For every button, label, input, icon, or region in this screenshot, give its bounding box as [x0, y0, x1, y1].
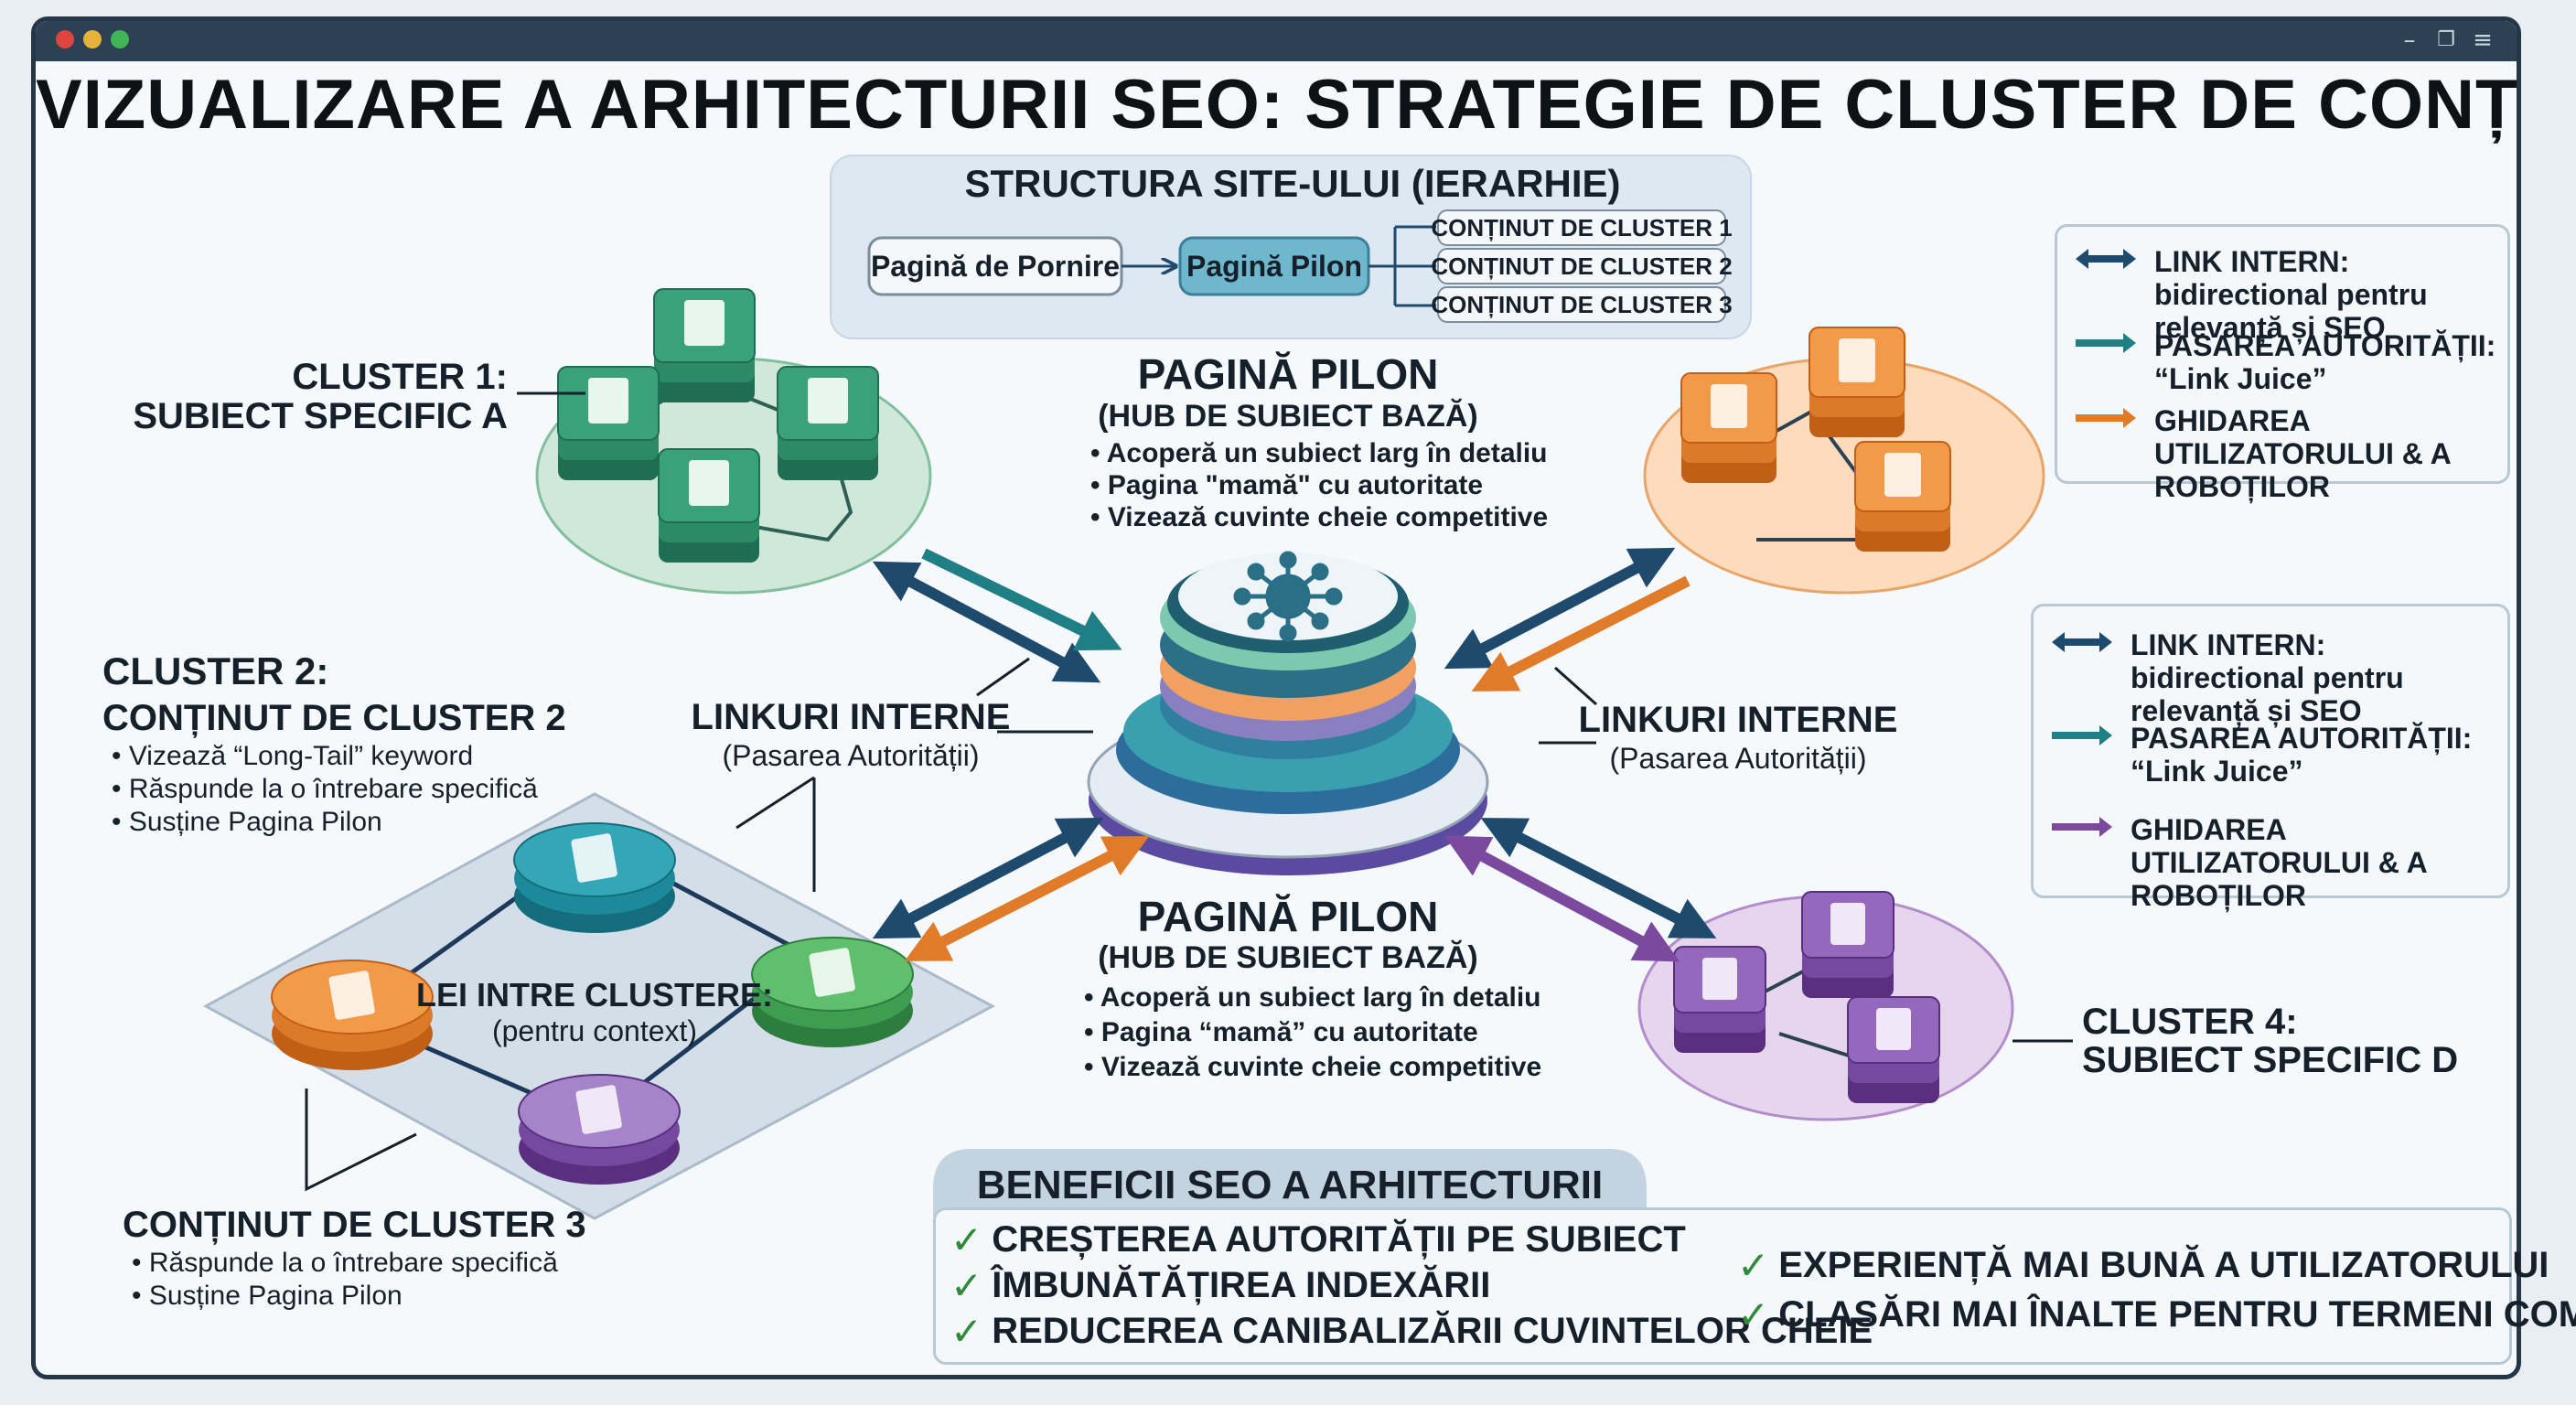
arrow-c3-orange [1471, 575, 1690, 692]
restore-icon[interactable]: ❐ [2437, 28, 2455, 51]
right-arrow-icon [2052, 817, 2112, 837]
benefits-panel: ✓CREȘTEREA AUTORITĂȚII PE SUBIECT ✓ÎMBUN… [933, 1207, 2576, 1365]
benefit-left-1: ✓CREȘTEREA AUTORITĂȚII PE SUBIECT [950, 1217, 1686, 1262]
maximize-dot-icon[interactable] [111, 30, 129, 48]
benefit-left-2: ✓ÎMBUNĂTĂȚIREA INDEXĂRII [950, 1263, 1491, 1308]
internal-links-right-subtitle: (Pasarea Autorității) [1609, 742, 1866, 775]
pillar-bottom-bullet-1: • Acoperă un subiect larg în detaliu [1084, 982, 1541, 1013]
pillar-top-bullet-3: • Vizează cuvinte cheie competitive [1090, 502, 1548, 532]
benefit-left-3: ✓REDUCEREA CANIBALIZĂRII CUVINTELOR CHEI… [950, 1309, 1873, 1354]
pillar-bottom-title: PAGINĂ PILON [1138, 893, 1439, 940]
right-arrow-icon [2052, 725, 2112, 745]
benefit-right-2: ✓CLASĂRI MAI ÎNALTE PENTRU TERMENI COMPU… [1737, 1292, 2576, 1337]
cluster-4-group [1637, 891, 2014, 1121]
cluster-2-title: CLUSTER 2: [102, 649, 328, 692]
cluster-2-bullet-2: • Răspunde la o întrebare specifică [112, 774, 538, 804]
cluster-1-group [535, 288, 932, 595]
pillar-page-label: Pagină Pilon [1186, 250, 1362, 283]
benefit-right-1: ✓EXPERIENȚĂ MAI BUNĂ A UTILIZATORULUI [1737, 1243, 2549, 1288]
pillar-bottom-bullet-2: • Pagina “mamă” cu autoritate [1084, 1017, 1478, 1047]
legend-1-row-1: LINK INTERN: bidirectional pentru releva… [2072, 245, 2507, 344]
check-icon: ✓ [1737, 1243, 1770, 1288]
cluster-1-subtitle: SUBIECT SPECIFIC A [133, 396, 508, 436]
cluster-2-subtitle: CONȚINUT DE CLUSTER 2 [102, 698, 566, 738]
right-arrow-icon [2076, 333, 2136, 353]
network-hub-icon [1233, 551, 1343, 642]
arrow-c2-orange [904, 836, 1150, 961]
close-dot-icon[interactable] [56, 30, 74, 48]
pillar-hub[interactable] [1087, 551, 1489, 875]
pillar-top-bullet-2: • Pagina "mamă" cu autoritate [1090, 470, 1483, 500]
legend-panel-1: LINK INTERN: bidirectional pentru releva… [2055, 224, 2510, 503]
bidirectional-arrow-icon [2076, 249, 2136, 269]
cluster-3-bullet-2: • Susține Pagina Pilon [132, 1281, 402, 1311]
pillar-top-title: PAGINĂ PILON [1138, 350, 1439, 398]
between-clusters-subtitle: (pentru context) [492, 1014, 697, 1047]
benefits-title: BENEFICII SEO A ARHITECTURII [977, 1163, 1603, 1207]
check-icon: ✓ [950, 1217, 983, 1262]
pillar-bottom-bullet-3: • Vizează cuvinte cheie competitive [1084, 1052, 1541, 1082]
orange-stack [1680, 327, 1951, 552]
bidirectional-arrow-icon [2052, 632, 2112, 652]
pillar-top-bullet-1: • Acoperă un subiect larg în detaliu [1090, 438, 1548, 468]
menu-icon[interactable]: ≡ [2473, 27, 2493, 54]
minimize-dot-icon[interactable] [83, 30, 102, 48]
svg-text:CONȚINUT DE CLUSTER 2: CONȚINUT DE CLUSTER 2 [1431, 252, 1732, 280]
between-clusters-title: LEI INTRE CLUSTERE: [416, 976, 773, 1014]
legend-2-row-3: GHIDAREA UTILIZATORULUI & A ROBOȚILOR [2048, 813, 2507, 912]
cluster-2-teal-stack [513, 822, 676, 933]
svg-text:CONȚINUT DE CLUSTER 3: CONȚINUT DE CLUSTER 3 [1431, 291, 1732, 318]
cluster-2-group [202, 792, 996, 1220]
home-page-label: Pagină de Pornire [871, 250, 1120, 283]
structure-cluster-1[interactable]: CONȚINUT DE CLUSTER 1 [1431, 209, 1733, 246]
pillar-top-subtitle: (HUB DE SUBIECT BAZĂ) [1098, 399, 1478, 434]
structure-branch [1368, 225, 1436, 307]
home-page-node[interactable]: Pagină de Pornire [867, 236, 1123, 296]
legend-1-row-2: PASAREA AUTORITĂȚII: “Link Juice” [2072, 329, 2507, 395]
arrow-c1-navy [872, 561, 1101, 683]
arrow-c4-purple [1444, 835, 1680, 962]
internal-links-left-title: LINKURI INTERNE [692, 697, 1011, 737]
check-icon: ✓ [950, 1263, 983, 1308]
arrow-c3-navy [1444, 547, 1676, 670]
check-icon: ✓ [950, 1309, 983, 1354]
cluster-3-title: CONȚINUT DE CLUSTER 3 [123, 1205, 586, 1245]
check-icon: ✓ [1737, 1292, 1770, 1337]
internal-links-left-subtitle: (Pasarea Autorității) [722, 739, 979, 772]
window-titlebar: – ❐ ≡ [36, 21, 2517, 61]
cluster-2-purple-stack [518, 1074, 681, 1185]
cluster-4-subtitle: SUBIECT SPECIFIC D [2082, 1040, 2458, 1080]
minimize-icon[interactable]: – [2403, 27, 2416, 54]
internal-links-right-title: LINKURI INTERNE [1579, 700, 1898, 740]
svg-text:CONȚINUT DE CLUSTER 1: CONȚINUT DE CLUSTER 1 [1431, 214, 1732, 241]
cluster-2-green-stack [751, 937, 914, 1047]
site-structure-panel: STRUCTURA SITE-ULUI (IERARHIE) Pagină de… [830, 155, 1752, 339]
structure-cluster-2[interactable]: CONȚINUT DE CLUSTER 2 [1431, 248, 1733, 284]
cluster-1-title: CLUSTER 1: [292, 357, 508, 397]
right-arrow-icon [2076, 408, 2136, 428]
cluster-3-bullet-1: • Răspunde la o întrebare specifică [132, 1248, 558, 1278]
cluster-2-bullet-3: • Susține Pagina Pilon [112, 807, 382, 837]
pillar-page-node[interactable]: Pagină Pilon [1178, 236, 1370, 296]
pillar-bottom-subtitle: (HUB DE SUBIECT BAZĂ) [1098, 940, 1478, 975]
cluster-2-bullet-1: • Vizează “Long-Tail” keyword [112, 741, 473, 771]
arrow-c1-teal [921, 548, 1122, 651]
cluster-3-orange-group [1643, 327, 2045, 595]
cluster-2-orange-stack [271, 960, 434, 1070]
hub-arrows [872, 547, 1717, 962]
cluster-1-stack [557, 288, 879, 563]
benefits-tab: BENEFICII SEO A ARHITECTURII [933, 1149, 1647, 1217]
legend-panel-2: LINK INTERN: bidirectional pentru releva… [2031, 604, 2510, 912]
cluster-4-title: CLUSTER 4: [2082, 1002, 2298, 1042]
structure-cluster-3[interactable]: CONȚINUT DE CLUSTER 3 [1431, 286, 1733, 323]
purple-stack [1673, 891, 1940, 1103]
legend-1-row-3: GHIDAREA UTILIZATORULUI & A ROBOȚILOR [2072, 404, 2507, 503]
page-title: VIZUALIZARE A ARHITECTURII SEO: STRATEGI… [36, 66, 2521, 144]
legend-2-row-1: LINK INTERN: bidirectional pentru releva… [2048, 628, 2507, 727]
legend-2-row-2: PASAREA AUTORITĂȚII: “Link Juice” [2048, 722, 2507, 788]
structure-title: STRUCTURA SITE-ULUI (IERARHIE) [964, 162, 1620, 205]
